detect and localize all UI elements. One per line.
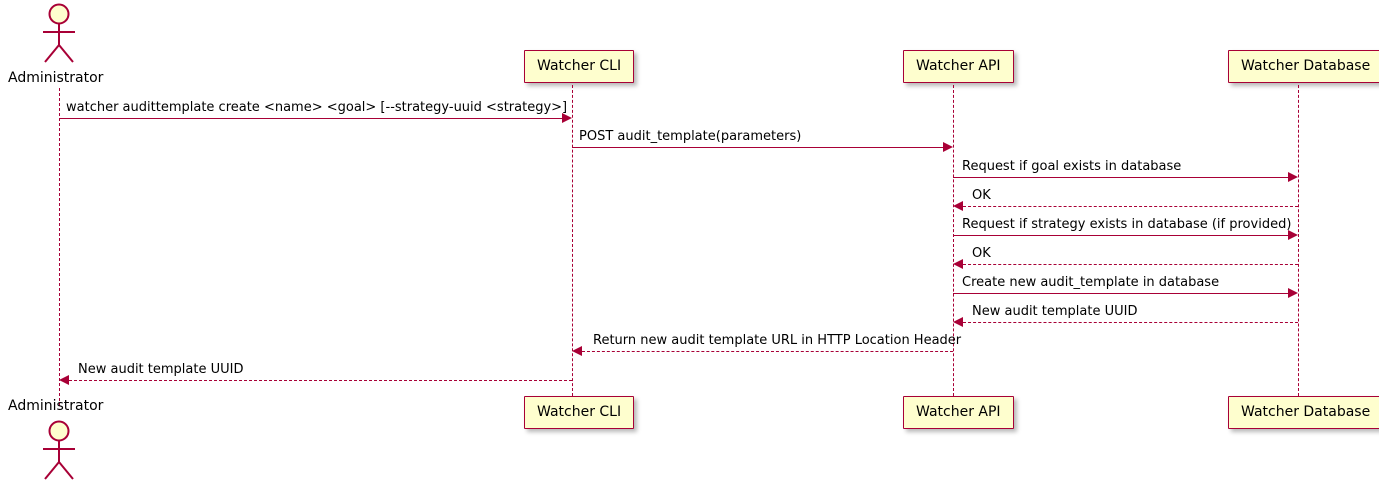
actor-label-administrator-top: Administrator xyxy=(8,70,104,86)
arrow-head-10 xyxy=(59,375,69,385)
message-line-8 xyxy=(963,322,1298,323)
message-label-3: Request if goal exists in database xyxy=(962,159,1182,174)
message-line-3 xyxy=(953,177,1288,178)
participant-watcher-database-bottom[interactable]: Watcher Database xyxy=(1228,396,1379,429)
lifeline-watcher-api xyxy=(953,85,954,396)
message-line-4 xyxy=(963,206,1298,207)
message-label-1: watcher audittemplate create <name> <goa… xyxy=(66,100,568,115)
arrow-head-2 xyxy=(943,142,953,152)
message-label-6: OK xyxy=(972,246,991,261)
arrow-head-7 xyxy=(1288,288,1298,298)
message-label-7: Create new audit_template in database xyxy=(962,275,1220,290)
message-line-7 xyxy=(953,293,1288,294)
message-label-8: New audit template UUID xyxy=(972,304,1138,319)
lifeline-watcher-cli xyxy=(572,85,573,396)
message-label-4: OK xyxy=(972,188,991,203)
message-label-10: New audit template UUID xyxy=(78,362,244,377)
participant-watcher-api-bottom[interactable]: Watcher API xyxy=(903,396,1014,429)
arrow-head-5 xyxy=(1288,230,1298,240)
message-line-1 xyxy=(59,118,562,119)
actor-administrator-top xyxy=(43,3,75,63)
participant-watcher-api-top[interactable]: Watcher API xyxy=(903,50,1014,83)
arrow-head-9 xyxy=(572,346,582,356)
message-line-6 xyxy=(963,264,1298,265)
participant-watcher-cli-top[interactable]: Watcher CLI xyxy=(524,50,635,83)
message-label-5: Request if strategy exists in database (… xyxy=(962,217,1292,232)
lifeline-administrator xyxy=(59,88,60,406)
arrow-head-8 xyxy=(953,317,963,327)
message-line-10 xyxy=(69,380,572,381)
message-line-2 xyxy=(572,147,943,148)
lifeline-watcher-database xyxy=(1298,85,1299,396)
arrow-head-3 xyxy=(1288,172,1298,182)
message-line-9 xyxy=(582,351,953,352)
message-label-9: Return new audit template URL in HTTP Lo… xyxy=(593,333,962,348)
actor-administrator-bottom xyxy=(43,420,75,480)
message-label-2: POST audit_template(parameters) xyxy=(579,129,802,144)
participant-watcher-cli-bottom[interactable]: Watcher CLI xyxy=(524,396,635,429)
arrow-head-1 xyxy=(562,113,572,123)
arrow-head-6 xyxy=(953,259,963,269)
message-line-5 xyxy=(953,235,1288,236)
arrow-head-4 xyxy=(953,201,963,211)
participant-watcher-database-top[interactable]: Watcher Database xyxy=(1228,50,1379,83)
actor-label-administrator-bottom: Administrator xyxy=(8,398,104,414)
